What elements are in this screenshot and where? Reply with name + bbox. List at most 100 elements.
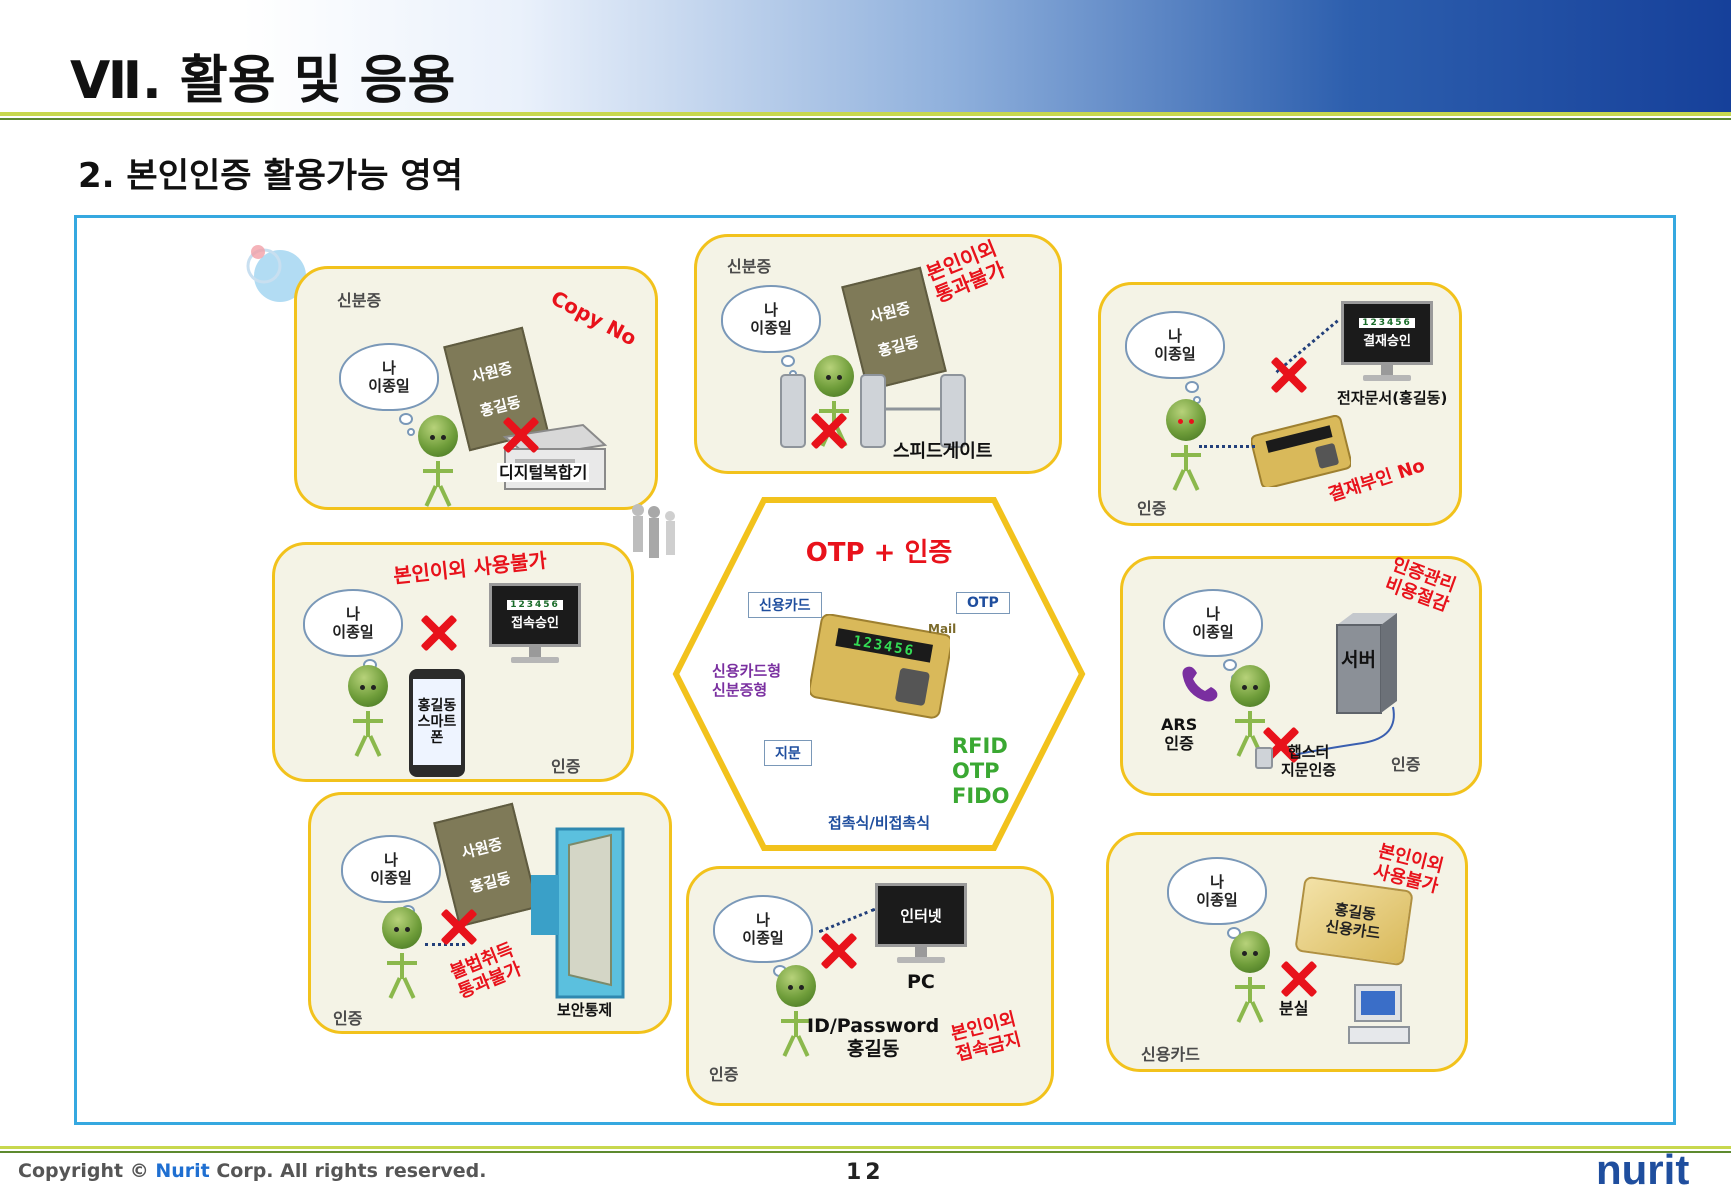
device-label: 스피드게이트: [893, 441, 993, 462]
panel-server: 인증관리 비용절감 나 이종일 ARS 인증 서버 햅스터 지문인증 인증: [1120, 554, 1482, 796]
otp-digits: 123456: [1359, 317, 1415, 328]
security-door-icon: [531, 827, 625, 999]
bubble-text: 나: [1206, 605, 1220, 623]
person-icon: [1227, 665, 1273, 757]
credit-card-icon: 홍길동 신용카드: [1294, 875, 1414, 967]
bubble-text: 이종일: [742, 929, 784, 947]
person-icon: [773, 965, 819, 1057]
card-text: 사원증: [459, 834, 505, 863]
card-text: 홍길동: [468, 868, 513, 897]
blocked-x-icon: [1279, 959, 1319, 999]
credentials-text: ID/Password: [807, 1015, 940, 1037]
footer-divider-dark: [0, 1151, 1731, 1153]
person-icon: [1163, 399, 1209, 491]
monitor-text: 인터넷: [900, 906, 942, 925]
bubble-text: 나: [756, 911, 770, 929]
phone-call-icon: [1182, 666, 1218, 702]
bubble-text: 이종일: [1154, 345, 1196, 363]
fingerprint-device-icon: [1255, 747, 1273, 769]
thought-bubble: 나 이종일: [339, 343, 439, 436]
blocked-x-icon: [819, 931, 859, 971]
bubble-text: 나: [382, 359, 396, 377]
center-title: OTP + 인증: [805, 538, 953, 568]
monitor-icon: 123456 결재승인: [1341, 301, 1433, 385]
panel-tag: 인증: [1137, 499, 1167, 518]
phone-text: 홍길동: [417, 697, 457, 714]
bubble-text: 나: [346, 605, 360, 623]
section-title: 2. 본인인증 활용가능 영역: [78, 156, 463, 196]
device-text: 지문인증: [1281, 761, 1337, 779]
tech-list: RFID OTP FIDO: [952, 734, 1009, 810]
credentials-text: 홍길동: [846, 1037, 900, 1060]
box-credit-card: 신용카드: [748, 592, 822, 618]
tech-text: OTP: [952, 759, 1000, 784]
card-text: 사원증: [469, 358, 515, 387]
panel-tag: 신분증: [727, 257, 772, 276]
thought-bubble: 나 이종일: [721, 285, 821, 378]
device-label: 햅스터 지문인증: [1281, 743, 1336, 779]
bubble-text: 이종일: [332, 623, 374, 641]
card-text: 홍길동: [876, 332, 921, 361]
panel-tag: 인증: [709, 1065, 739, 1084]
bubble-text: 이종일: [1196, 891, 1238, 909]
blocked-x-icon: [439, 907, 479, 947]
page-number: 12: [846, 1160, 885, 1185]
thought-bubble: 나 이종일: [1167, 857, 1267, 950]
card-type-label: 신용카드형 신분증형: [712, 662, 781, 700]
panel-tag: 신분증: [337, 291, 382, 310]
footer-divider: [0, 1146, 1731, 1149]
phone-text: 스마트: [417, 713, 457, 730]
decorative-circles-icon: [246, 245, 306, 302]
warning-label: Copy No: [547, 285, 641, 351]
ars-text: 인증: [1164, 734, 1194, 754]
box-otp: OTP: [956, 592, 1010, 614]
person-icon: [345, 665, 391, 757]
header-divider: [0, 112, 1731, 116]
otp-card-icon: 123456: [810, 614, 950, 719]
desktop-pc-icon: [1348, 984, 1410, 1044]
panel-copy: 신분증 Copy No 나 이종일 사원증 홍길동 디지털복합기: [294, 266, 658, 510]
header-divider-dark: [0, 118, 1731, 120]
person-icon: [379, 907, 425, 999]
card-type-text: 신용카드형: [712, 662, 782, 680]
box-fingerprint: 지문: [764, 740, 812, 766]
panel-credit: 본인이외 사용불가 나 이종일 홍길동 신용카드 분실 신용카드: [1106, 832, 1468, 1072]
bubble-text: 나: [384, 851, 398, 869]
server-label: 서버: [1341, 649, 1376, 671]
connection-line: [1199, 445, 1255, 448]
person-icon: [415, 415, 461, 507]
phone-text: 폰: [430, 730, 444, 747]
panel-tag: 신용카드: [1141, 1045, 1200, 1064]
nurit-logo: nurit: [1596, 1146, 1690, 1193]
warning-label: 본인이외 통과불가: [923, 236, 1009, 307]
device-label: 보안통제: [557, 1001, 613, 1019]
bubble-text: 나: [764, 301, 778, 319]
header-band: [0, 0, 1731, 112]
document-label: 전자문서(홍길동): [1337, 389, 1448, 407]
server-icon: [1336, 613, 1397, 714]
tech-text: FIDO: [952, 784, 1010, 809]
pc-label: PC: [907, 971, 935, 993]
panel-tag: 인증: [551, 757, 581, 776]
contact-label: 접촉식/비접촉식: [827, 814, 931, 832]
card-text: 사원증: [867, 298, 913, 327]
credentials-label: ID/Password 홍길동: [807, 1015, 939, 1061]
card-type-text: 신분증형: [712, 680, 768, 699]
copyright-text: Copyright ©: [18, 1160, 156, 1182]
ars-label: ARS 인증: [1161, 715, 1197, 753]
center-otp-hexagon: OTP + 인증 신용카드 OTP 신용카드형 신분증형 123456 Mail…: [672, 496, 1086, 852]
thought-bubble: 나 이종일: [303, 589, 403, 682]
panel-pc: 나 이종일 인터넷 PC ID/Password 홍길동 본인이외 접속금지 인…: [686, 866, 1054, 1106]
speed-gate-icon: [780, 374, 966, 448]
thought-bubble: 나 이종일: [341, 835, 441, 928]
blocked-x-icon: [501, 415, 541, 455]
bubble-text: 나: [1168, 327, 1182, 345]
warning-label: 불법취득 통과불가: [447, 939, 525, 1003]
monitor-text: 결재승인: [1363, 333, 1411, 349]
panel-gate: 신분증 본인이외 통과불가 나 이종일 사원증 홍길동 스피드게이트: [694, 234, 1062, 474]
connection-line: [818, 907, 876, 934]
bubble-text: 나: [1210, 873, 1224, 891]
ars-text: ARS: [1161, 715, 1198, 734]
